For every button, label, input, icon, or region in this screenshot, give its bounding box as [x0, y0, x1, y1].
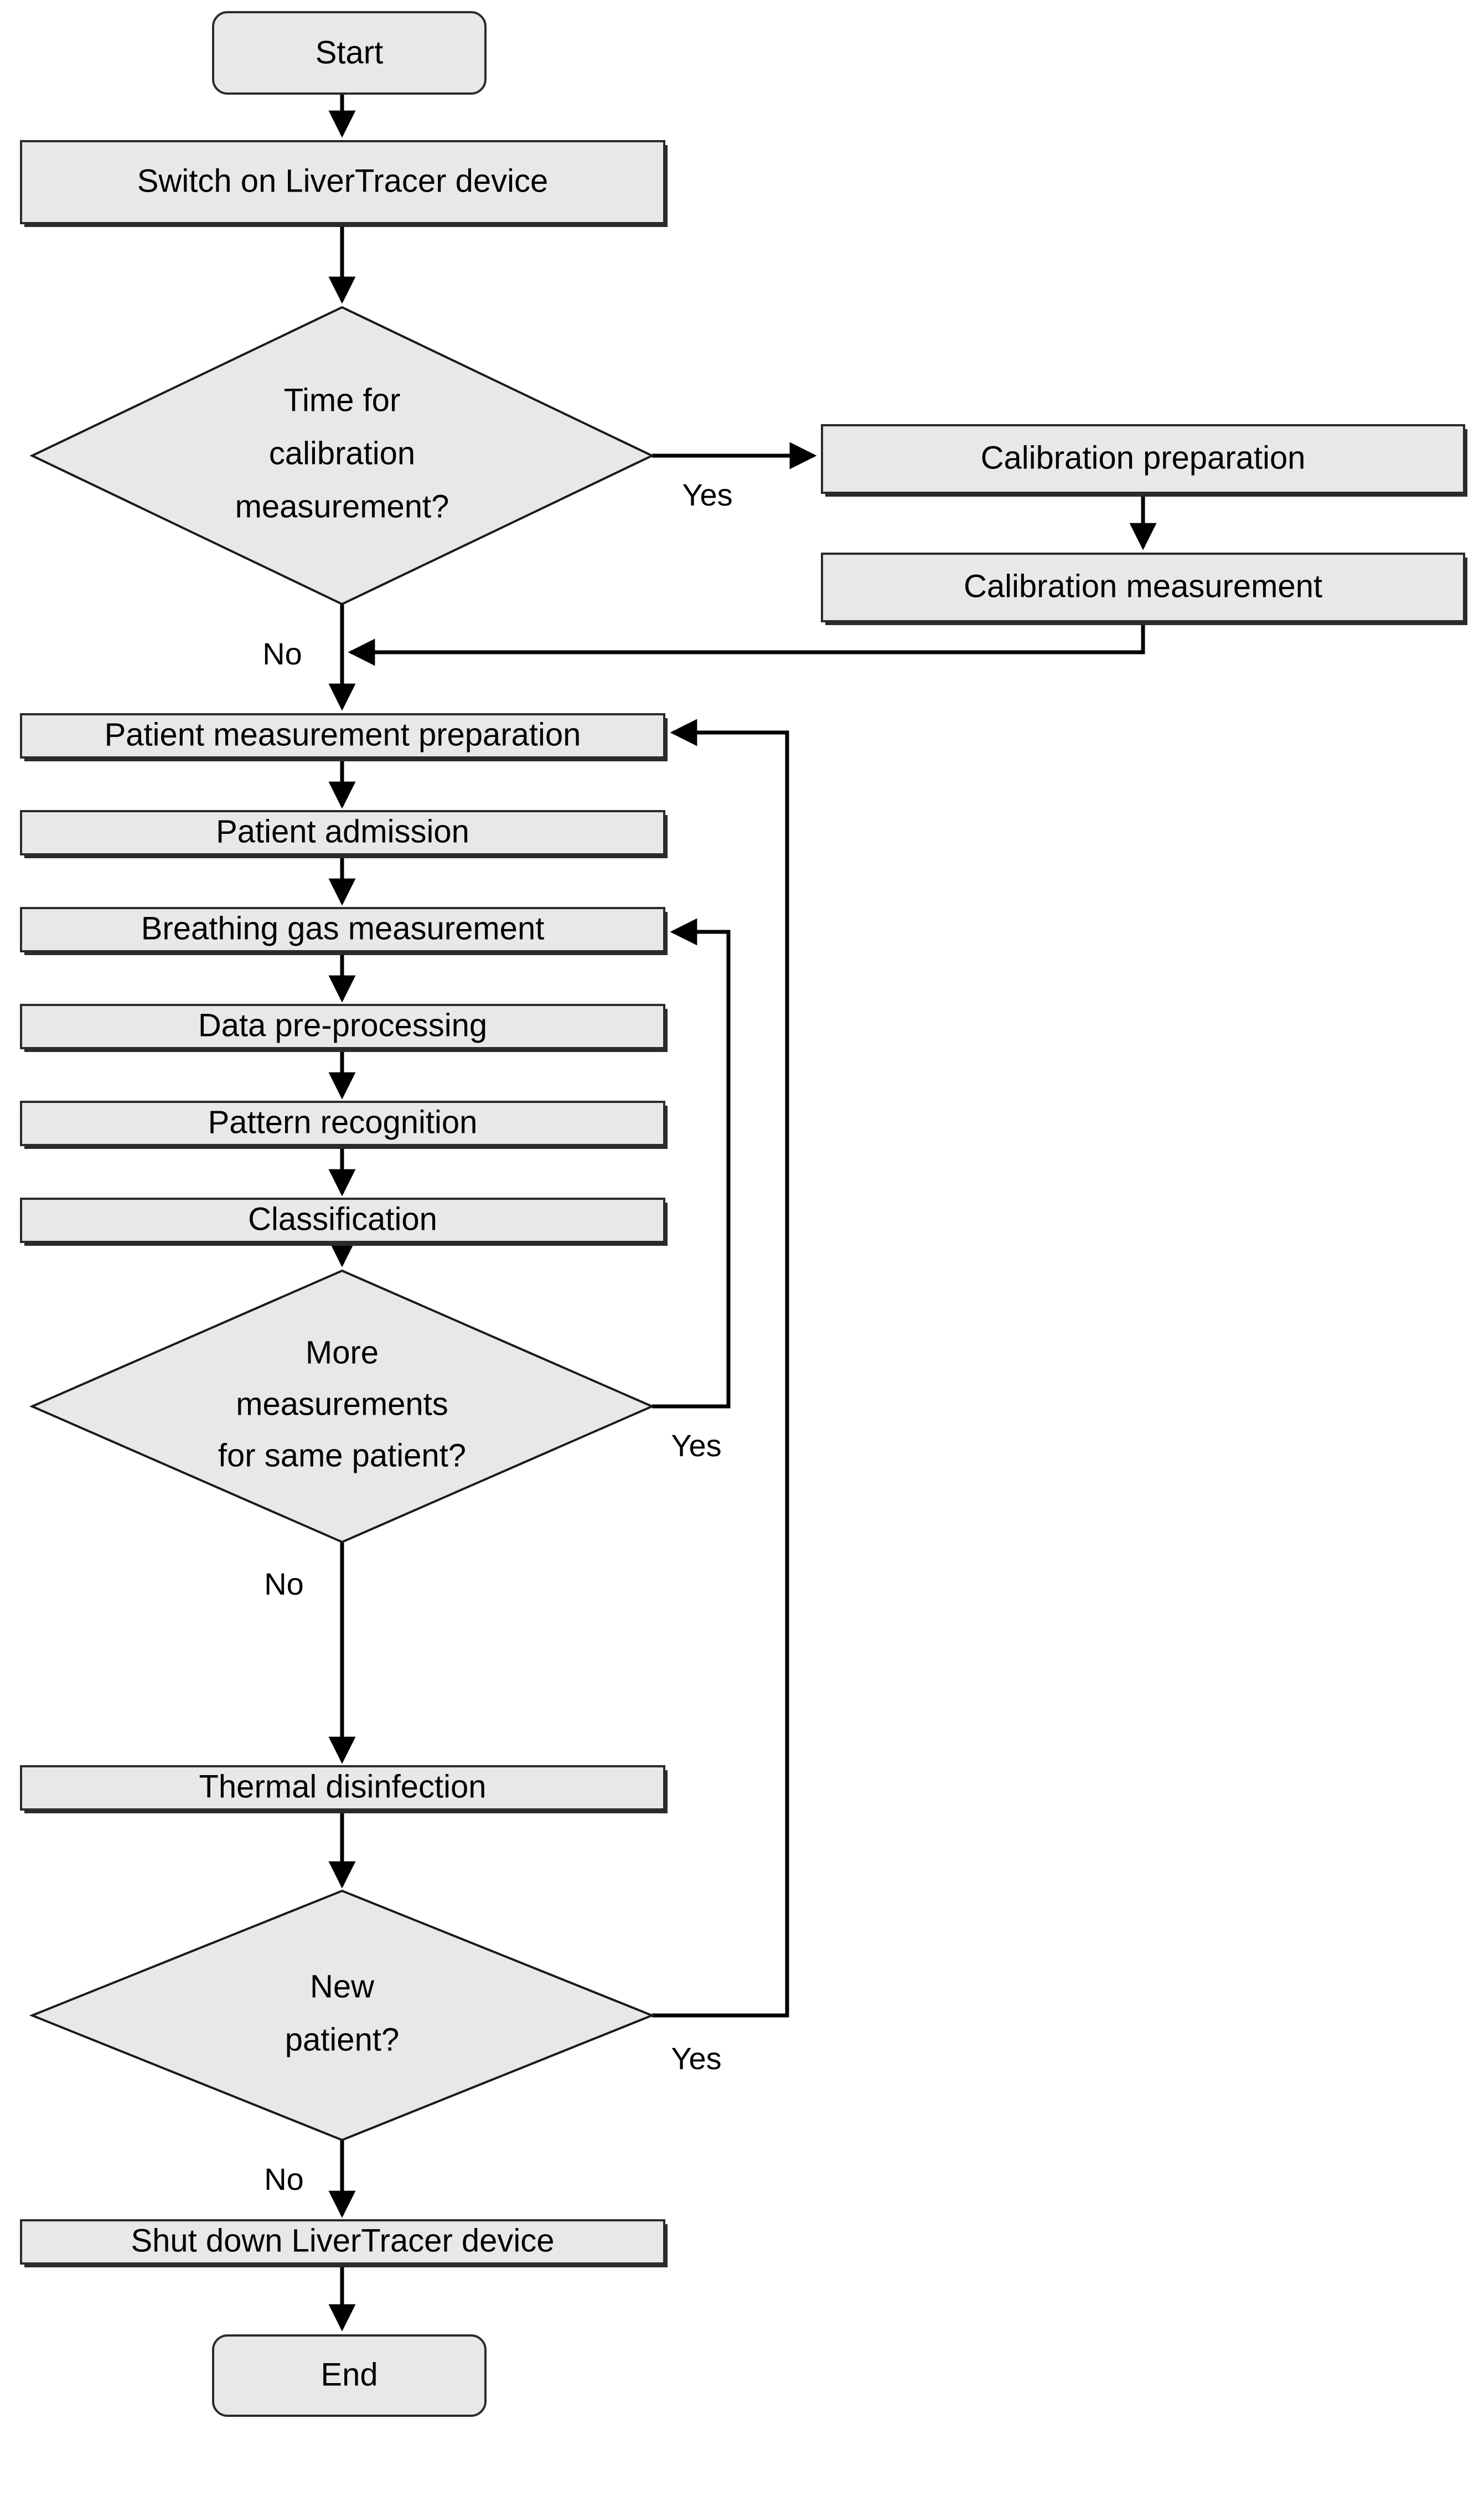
node-calibration-preparation-label: Calibration preparation — [981, 440, 1306, 476]
node-data-pre-processing[interactable]: Data pre-processing — [20, 1004, 668, 1052]
node-thermal-disinfection[interactable]: Thermal disinfection — [20, 1765, 668, 1813]
node-end[interactable]: End — [212, 2334, 487, 2417]
node-breathing-gas-measurement[interactable]: Breathing gas measurement — [20, 907, 668, 955]
node-more-measurements-line3: for same patient? — [218, 1437, 466, 1473]
node-new-patient-line1: New — [310, 1968, 375, 2004]
node-pattern-recognition[interactable]: Pattern recognition — [20, 1101, 668, 1149]
node-time-for-calibration-line3: measurement? — [235, 488, 449, 524]
edge-label-calibration-no: No — [262, 636, 302, 671]
edge-label-layer: Yes No Yes No Yes No — [262, 477, 732, 2196]
node-thermal-disinfection-label: Thermal disinfection — [199, 1768, 487, 1804]
edge-label-more-measurements-yes: Yes — [671, 1428, 721, 1463]
edge-label-new-patient-no: No — [264, 2162, 304, 2196]
node-more-measurements[interactable]: More measurements for same patient? — [29, 1269, 655, 1544]
edge-label-new-patient-yes: Yes — [671, 2041, 721, 2076]
edge-more-measurements-yes — [652, 918, 731, 1409]
node-patient-admission[interactable]: Patient admission — [20, 810, 668, 858]
node-patient-admission-label: Patient admission — [216, 813, 469, 849]
node-start[interactable]: Start — [212, 11, 487, 95]
node-calibration-measurement[interactable]: Calibration measurement — [821, 553, 1467, 625]
node-shut-down[interactable]: Shut down LiverTracer device — [20, 2219, 668, 2267]
node-end-label: End — [320, 2357, 378, 2392]
edge-label-calibration-yes: Yes — [682, 477, 732, 512]
node-classification[interactable]: Classification — [20, 1198, 668, 1246]
node-calibration-preparation[interactable]: Calibration preparation — [821, 424, 1467, 497]
node-time-for-calibration[interactable]: Time for calibration measurement? — [29, 306, 655, 606]
edge-calibration-measurement-return — [348, 621, 1145, 666]
node-time-for-calibration-line1: Time for — [284, 382, 401, 418]
node-data-pre-processing-label: Data pre-processing — [198, 1007, 487, 1043]
node-patient-measurement-preparation[interactable]: Patient measurement preparation — [20, 713, 668, 761]
node-breathing-gas-measurement-label: Breathing gas measurement — [141, 910, 545, 946]
node-new-patient[interactable]: New patient? — [29, 1889, 655, 2142]
node-more-measurements-line1: More — [306, 1334, 379, 1370]
node-pattern-recognition-label: Pattern recognition — [208, 1104, 478, 1140]
edge-new-patient-yes — [652, 719, 789, 2018]
node-classification-label: Classification — [248, 1201, 437, 1237]
node-switch-on[interactable]: Switch on LiverTracer device — [20, 140, 668, 227]
node-shut-down-label: Shut down LiverTracer device — [131, 2223, 554, 2259]
node-start-label: Start — [316, 34, 384, 70]
node-time-for-calibration-line2: calibration — [269, 435, 415, 471]
node-new-patient-line2: patient? — [285, 2022, 399, 2058]
node-switch-on-label: Switch on LiverTracer device — [137, 163, 548, 199]
node-calibration-measurement-label: Calibration measurement — [964, 568, 1322, 604]
node-more-measurements-line2: measurements — [236, 1386, 448, 1422]
node-patient-measurement-preparation-label: Patient measurement preparation — [105, 716, 581, 752]
edge-label-more-measurements-no: No — [264, 1566, 304, 1601]
